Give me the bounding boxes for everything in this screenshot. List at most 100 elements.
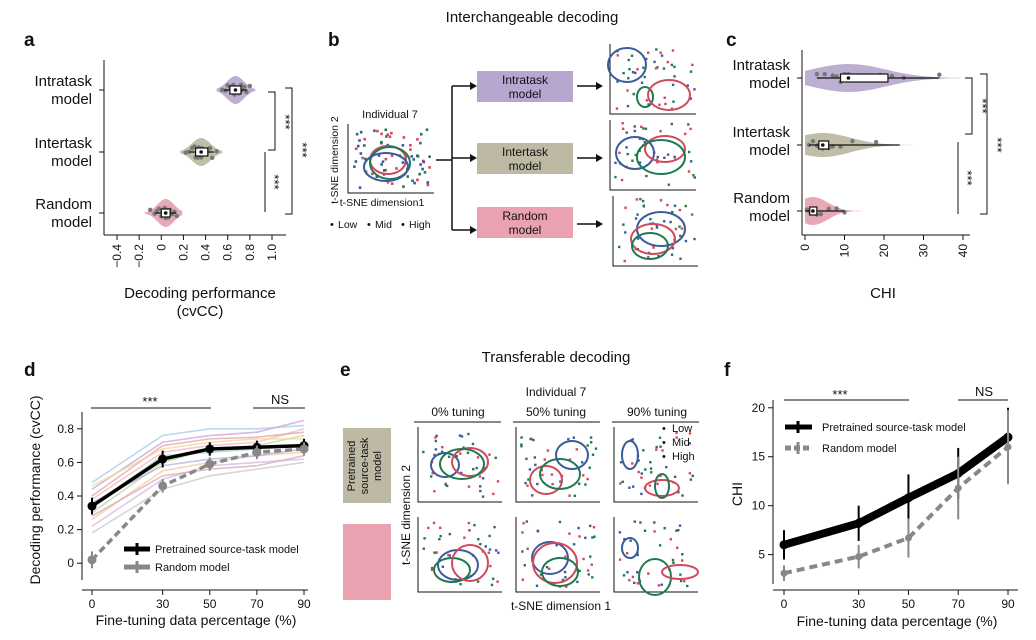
- panel-c-data-point: [889, 73, 895, 79]
- panel-e-tsne-point: [540, 469, 543, 472]
- panel-c-row-label-line1: Intertask: [732, 124, 790, 141]
- panel-e-tsne-point: [590, 563, 593, 566]
- panel-b-result-point: [652, 246, 655, 249]
- panel-e-tsne-point: [536, 482, 539, 486]
- panel-e-tsne-point: [578, 535, 581, 538]
- panel-b-result-point: [622, 223, 625, 226]
- panel-b-result-point: [624, 231, 627, 234]
- panel-e-tsne-point: [591, 453, 595, 456]
- panel-e-tsne-point: [438, 526, 442, 530]
- panel-e-tsne-point: [589, 436, 593, 439]
- panel-e-tsne-point: [525, 457, 528, 461]
- panel-e-scatter-axes: [515, 517, 600, 593]
- panel-b-tsne-point: [390, 154, 394, 157]
- panel-e-cluster-ellipse: [621, 537, 639, 559]
- panel-e-tsne-point: [681, 494, 684, 497]
- panel-e-tsne-point: [589, 555, 592, 558]
- panel-b-tsne-point: [358, 186, 362, 189]
- panel-b-result-point: [615, 107, 619, 110]
- panel-e-tsne-point: [637, 459, 640, 462]
- panel-b-result-point: [671, 247, 675, 250]
- panel-a-row-label-line1: Intratask: [34, 73, 92, 90]
- panel-c-median: [820, 143, 825, 147]
- panel-e-tsne-point: [440, 450, 444, 453]
- panel-b-tsne-point: [363, 137, 366, 141]
- panel-e-legend-low: Low: [672, 423, 692, 435]
- panel-e-tsne-point: [655, 448, 658, 451]
- panel-b-result-point: [656, 155, 660, 159]
- panel-f-x-tick-label: 30: [852, 597, 866, 611]
- panel-b-result-point: [643, 75, 646, 79]
- panel-f-x-tick-label: 70: [952, 597, 966, 611]
- panel-e-tsne-point: [488, 534, 491, 538]
- panel-e-tsne-point: [676, 546, 679, 550]
- panel-e-xlabel: t-SNE dimension 1: [511, 599, 611, 613]
- panel-letter-b: b: [328, 30, 340, 51]
- panel-a-median: [199, 150, 203, 154]
- panel-a-median: [163, 211, 168, 215]
- panel-b-result-point: [659, 129, 662, 133]
- panel-b-tsne-point: [406, 175, 410, 178]
- panel-e-tsne-point: [422, 547, 425, 550]
- panel-e-cluster-ellipse: [451, 544, 489, 582]
- panel-e-tsne-point: [582, 474, 585, 477]
- panel-e-legend-low-dot: •: [662, 423, 666, 435]
- panel-d-sig-2: NS: [271, 392, 289, 407]
- panel-b-result-point: [672, 100, 675, 103]
- panel-e-row-0-label: model: [372, 451, 384, 481]
- panel-d-sig-1: ***: [142, 394, 157, 409]
- panel-e-tsne-point: [479, 489, 482, 493]
- top-section-title: Interchangeable decoding: [446, 9, 619, 26]
- panel-e-tsne-point: [657, 584, 661, 587]
- panel-b-result-point: [693, 237, 696, 241]
- panel-e-cluster-ellipse: [531, 541, 569, 575]
- panel-b-result-point: [636, 68, 639, 71]
- panel-d-x-tick-label: 70: [250, 597, 264, 611]
- panel-e-tsne-point: [481, 477, 485, 480]
- panel-e-tsne-point: [430, 568, 434, 572]
- panel-d-individual-line: [91, 424, 305, 484]
- panel-b-result-point: [691, 213, 694, 216]
- panel-e-tsne-point: [467, 432, 470, 436]
- panel-b-result-point: [625, 131, 628, 134]
- panel-f-random-point: [954, 484, 962, 492]
- panel-e-tsne-point: [649, 467, 653, 470]
- panel-e-tsne-point: [429, 475, 433, 478]
- panel-d-xlabel: Fine-tuning data percentage (%): [96, 612, 297, 628]
- panel-a-sig-2: ***: [267, 174, 282, 189]
- panel-a-row-label-line2: model: [51, 214, 92, 231]
- panel-d-legend-random: Random model: [155, 562, 230, 574]
- panel-b-legend-mid-dot: •: [367, 219, 371, 231]
- panel-e-cluster-ellipse: [439, 448, 485, 480]
- panel-a-xlabel-line2: (cvCC): [177, 303, 224, 320]
- panel-e-tsne-point: [582, 557, 585, 561]
- panel-d-pretrained-point: [205, 444, 215, 454]
- panel-e-tsne-point: [575, 448, 579, 451]
- panel-letter-e: e: [340, 360, 351, 381]
- panel-b-result-point: [671, 83, 675, 87]
- panel-e-tsne-point: [686, 584, 689, 588]
- panel-e-tsne-point: [580, 461, 584, 464]
- panel-e-tsne-point: [475, 466, 478, 470]
- panel-e-tsne-point: [539, 573, 543, 576]
- panel-b-result-point: [687, 123, 690, 126]
- panel-b-result-point: [686, 84, 690, 87]
- panel-a-sig-1: ***: [278, 114, 293, 129]
- panel-a-x-tick-label: −0.4: [110, 244, 124, 268]
- panel-a-violin-plot: IntrataskmodelIntertaskmodelRandommodel …: [34, 60, 310, 320]
- panel-b-tsne-point: [388, 135, 392, 139]
- panel-c-sig-2: ***: [960, 170, 975, 185]
- panel-b-result-point: [640, 125, 643, 129]
- panel-c-data-point: [826, 206, 831, 212]
- panel-e-tsne-point: [552, 582, 555, 586]
- panel-d-y-tick-label: 0.6: [57, 455, 74, 469]
- panel-d-random-point: [299, 444, 309, 454]
- panel-a-data-point: [210, 155, 215, 161]
- panel-e-tsne-point: [496, 580, 499, 583]
- panel-b-result-point: [656, 66, 659, 69]
- panel-e-row-0-label: Pretrained: [346, 441, 358, 492]
- panel-e-tsne-point: [650, 471, 653, 474]
- panel-b-tsne-point: [419, 163, 422, 166]
- panel-e-legend-mid: Mid: [672, 437, 690, 449]
- panel-b-result-point: [644, 127, 648, 130]
